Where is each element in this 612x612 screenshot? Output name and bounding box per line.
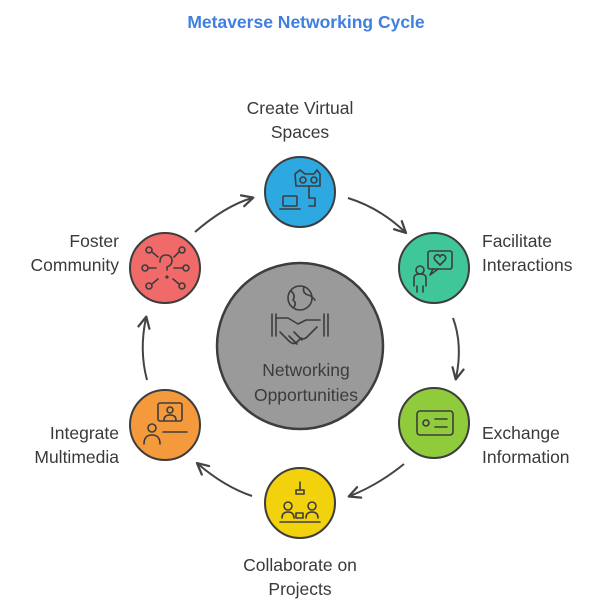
step-label-collaborate: Collaborate on Projects (210, 553, 390, 601)
step-label-facilitate: Facilitate Interactions (482, 229, 572, 277)
center-label: Networking Opportunities (226, 358, 386, 408)
step-label-foster-line-2: Community (30, 255, 120, 275)
diagram-title: Metaverse Networking Cycle (187, 12, 425, 32)
center-label-line-1: Networking (262, 360, 350, 380)
step-label-exchange-line-1: Exchange (482, 423, 560, 443)
step-label-integrate: Integrate Multimedia (0, 421, 119, 469)
presenter-screen-icon (143, 402, 188, 445)
step-label-exchange-line-2: Information (482, 447, 570, 467)
handshake-globe-icon (271, 285, 329, 345)
step-label-foster: Foster Community (0, 229, 120, 277)
node-exchange-circle (398, 387, 470, 459)
id-card-icon (416, 410, 454, 436)
step-label-create-line-1: Create Virtual (246, 98, 354, 118)
step-label-create: Create Virtual Spaces (220, 96, 380, 144)
center-label-line-2: Opportunities (253, 385, 359, 405)
cycle-arrow-1 (194, 194, 255, 233)
cycle-arrow-5 (195, 461, 253, 497)
cycle-arrow-4 (347, 463, 405, 499)
step-label-collaborate-line-1: Collaborate on (243, 555, 357, 575)
vr-laptop-icon (279, 169, 321, 210)
step-label-foster-line-1: Foster (69, 231, 119, 251)
cycle-arrow-2 (347, 197, 408, 235)
step-label-create-line-2: Spaces (270, 122, 330, 142)
step-label-integrate-line-1: Integrate (49, 423, 119, 443)
step-label-collaborate-line-2: Projects (268, 579, 332, 599)
cycle-arrow-6 (137, 315, 151, 381)
step-label-facilitate-line-2: Interactions (482, 255, 573, 275)
person-chat-heart-icon (413, 250, 453, 293)
node-facilitate-circle (398, 232, 470, 304)
node-create-circle (264, 156, 336, 228)
node-integrate-circle (129, 389, 201, 461)
cycle-arrow-3 (451, 317, 465, 381)
network-question-icon (141, 246, 190, 290)
step-label-facilitate-line-1: Facilitate (482, 231, 553, 251)
node-foster-circle (129, 232, 201, 304)
center-node (215, 261, 385, 431)
step-label-integrate-line-2: Multimedia (34, 447, 119, 467)
team-lamp-icon (279, 481, 321, 523)
node-collaborate-circle (264, 467, 336, 539)
step-label-exchange: Exchange Information (482, 421, 570, 469)
